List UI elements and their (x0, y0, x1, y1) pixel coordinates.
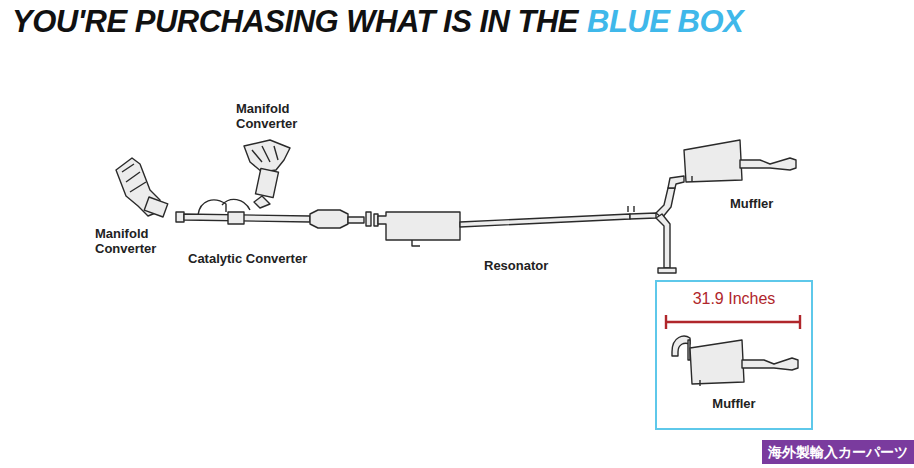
watermark: 海外製輸入カーパーツ (762, 440, 914, 464)
dimension-label: 31.9 Inches (693, 290, 776, 308)
part-label: Muffler (712, 396, 755, 411)
part-label: Manifold Converter (236, 101, 316, 131)
heading: YOU'RE PURCHASING WHAT IS IN THE (12, 4, 578, 39)
part-label: Manifold Converter (95, 226, 175, 256)
part-label: Muffler (730, 196, 810, 211)
part-label: Catalytic Converter (188, 251, 348, 266)
heading-row: YOU'RE PURCHASING WHAT IS IN THE BLUE BOX (12, 2, 743, 42)
part-label: Resonator (484, 258, 594, 273)
blue-box: 31.9 InchesMuffler (655, 280, 813, 430)
heading-accent: BLUE BOX (587, 4, 743, 39)
